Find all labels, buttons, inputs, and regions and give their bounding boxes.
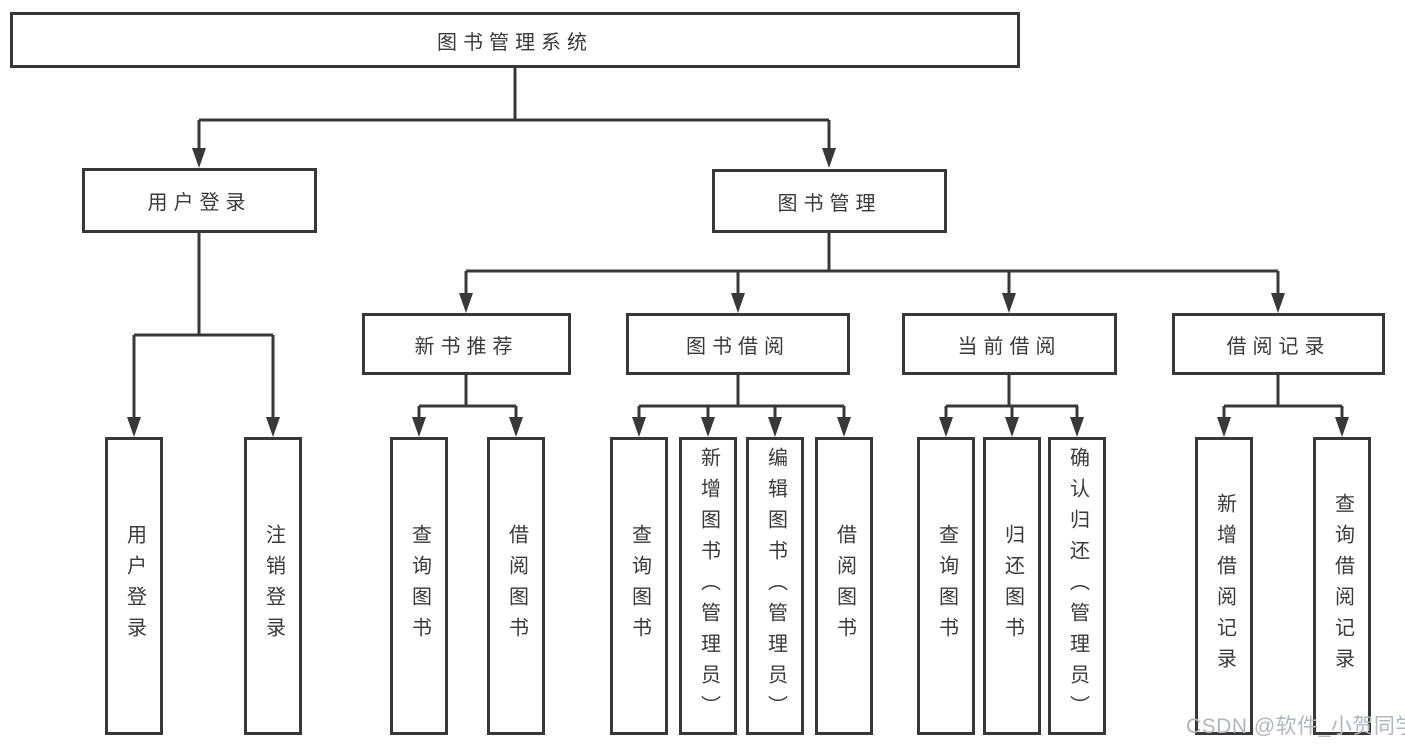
leaf-user-login: 用户登录 bbox=[105, 437, 163, 735]
csdn-watermark: CSDN @软件_小贺同学 bbox=[1186, 715, 1405, 738]
node-user-login-module: 用户登录 bbox=[82, 168, 317, 233]
node-label: 图书管理 bbox=[777, 192, 882, 215]
node-label: 新书推荐 bbox=[414, 335, 519, 358]
node-label: 借阅记录 bbox=[1226, 335, 1331, 358]
node-label: 查询图书 bbox=[628, 524, 651, 648]
node-borrowing-records: 借阅记录 bbox=[1172, 313, 1385, 375]
node-label: 注销登录 bbox=[262, 524, 285, 648]
leaf-query-books: 查询图书 bbox=[917, 437, 975, 735]
node-label: 当前借阅 bbox=[957, 335, 1062, 358]
node-label: 借阅图书 bbox=[505, 524, 528, 648]
leaf-query-books: 查询图书 bbox=[610, 437, 668, 735]
node-label: 新增图书（管理员） bbox=[697, 446, 720, 726]
leaf-query-borrow-record: 查询借阅记录 bbox=[1313, 437, 1371, 735]
leaf-edit-book-admin: 编辑图书（管理员） bbox=[746, 437, 804, 735]
leaf-add-book-admin: 新增图书（管理员） bbox=[679, 437, 737, 735]
node-label: 确认归还（管理员） bbox=[1066, 446, 1089, 726]
node-label: 借阅图书 bbox=[833, 524, 856, 648]
node-label: 查询图书 bbox=[935, 524, 958, 648]
leaf-confirm-return-admin: 确认归还（管理员） bbox=[1048, 437, 1106, 735]
leaf-borrow-books: 借阅图书 bbox=[815, 437, 873, 735]
node-label: 编辑图书（管理员） bbox=[764, 446, 787, 726]
leaf-add-borrow-record: 新增借阅记录 bbox=[1195, 437, 1253, 735]
node-book-borrowing: 图书借阅 bbox=[626, 313, 850, 375]
node-label: 查询借阅记录 bbox=[1331, 493, 1354, 679]
leaf-return-books: 归还图书 bbox=[983, 437, 1041, 735]
node-book-management-module: 图书管理 bbox=[712, 169, 947, 233]
node-new-book-recommendation: 新书推荐 bbox=[362, 313, 571, 375]
leaf-logout: 注销登录 bbox=[244, 437, 302, 735]
node-label: 图书借阅 bbox=[686, 335, 790, 358]
node-label: 查询图书 bbox=[408, 524, 431, 648]
node-current-borrowing: 当前借阅 bbox=[902, 313, 1117, 375]
node-label: 用户登录 bbox=[123, 524, 146, 648]
node-label: 用户登录 bbox=[147, 192, 252, 214]
node-root-system: 图书管理系统 bbox=[10, 12, 1020, 68]
leaf-query-books: 查询图书 bbox=[390, 437, 448, 735]
node-label: 图书管理系统 bbox=[437, 31, 593, 54]
node-label: 归还图书 bbox=[1001, 524, 1024, 648]
node-label: 新增借阅记录 bbox=[1213, 493, 1236, 679]
arrowheads bbox=[127, 148, 1349, 437]
leaf-borrow-books: 借阅图书 bbox=[487, 437, 545, 735]
